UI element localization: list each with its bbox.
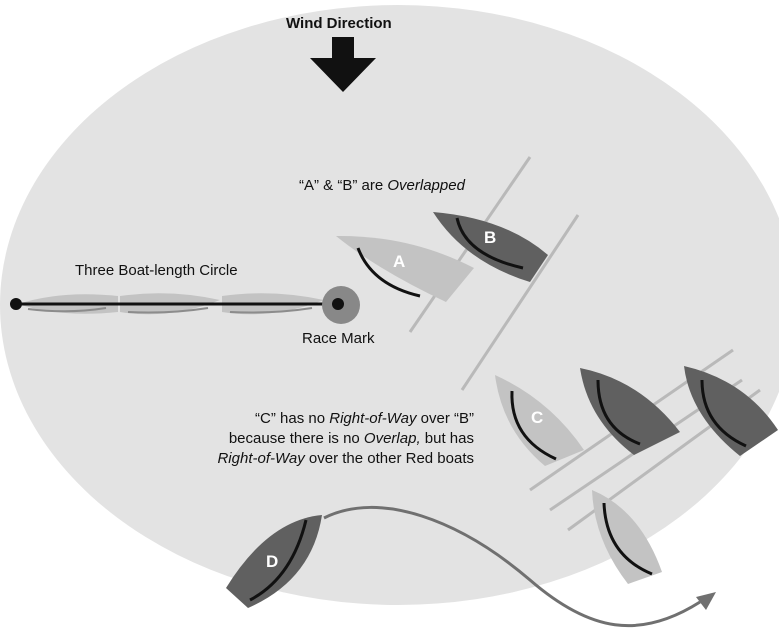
right-of-way-line-1: “C” has no Right-of-Way over “B”: [180, 409, 474, 429]
rule-l3-emphasis: Right-of-Way: [217, 450, 305, 467]
overlap-note-emphasis: Overlapped: [387, 177, 465, 194]
three-boat-length-zone: [0, 5, 779, 605]
red-boat-2: [684, 366, 778, 456]
boat-d-label: D: [266, 552, 279, 571]
boat-a: [336, 235, 474, 302]
race-mark-center-icon: [332, 298, 344, 310]
race-mark-label: Race Mark: [302, 330, 375, 347]
boat-c: [495, 375, 584, 466]
boat-a-label: A: [393, 252, 406, 271]
rule-l2-text-c: but has: [420, 430, 474, 447]
rule-l1-emphasis: Right-of-Way: [329, 410, 417, 427]
wind-direction-label: Wind Direction: [286, 15, 392, 32]
wind-arrow-icon: [310, 37, 376, 92]
rule-l2-emphasis: Overlap,: [363, 430, 421, 447]
red-boat-1: [580, 368, 680, 455]
rule-l1-text-a: “C” has no: [255, 410, 330, 427]
rule-l1-text-c: over “B”: [416, 410, 474, 427]
overlap-line-b: [460, 214, 580, 391]
course-path-d: [323, 505, 701, 628]
rule-l2-text-a: because there is no: [228, 430, 364, 447]
right-of-way-line-2: because there is no Overlap, but has: [180, 429, 474, 449]
overlap-note-text: “A” & “B” are: [299, 177, 388, 194]
right-of-way-line-3: Right-of-Way over the other Red boats: [180, 449, 474, 469]
boat-c-label: C: [531, 408, 544, 427]
right-of-way-note: “C” has no Right-of-Way over “B” because…: [180, 409, 474, 469]
rule-l3-text-b: over the other Red boats: [304, 450, 474, 467]
overlap-note: “A” & “B” are Overlapped: [299, 177, 465, 196]
three-boat-length-circle-label: Three Boat-length Circle: [75, 262, 238, 279]
radius-endpoint-icon: [10, 298, 22, 310]
course-arrow-icon: [696, 592, 716, 610]
boat-d: [226, 515, 322, 608]
red-boat-3: [592, 490, 662, 584]
boat-b-label: B: [484, 228, 497, 247]
